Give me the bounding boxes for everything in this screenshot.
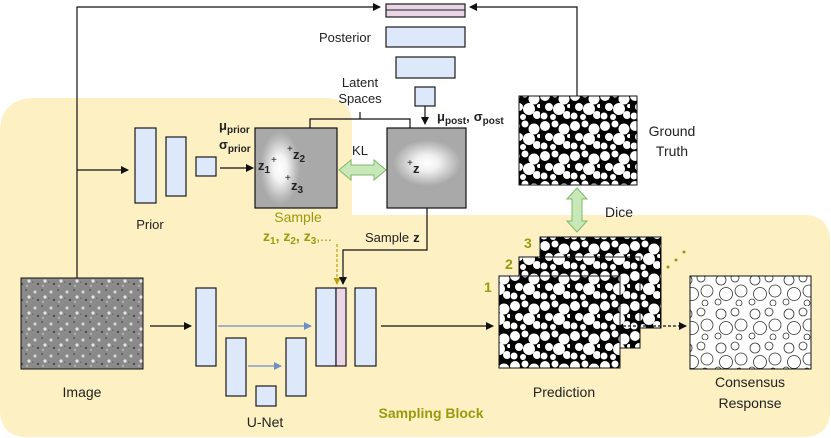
plus-mark-z: + <box>407 158 413 169</box>
latent-sample-z1: z1 <box>258 158 271 176</box>
prior-label: Prior <box>136 217 164 232</box>
posterior-block-1 <box>385 26 466 48</box>
plus-mark-z3: + <box>285 173 291 184</box>
unet-output-block <box>354 287 377 367</box>
kl-double-arrow <box>338 158 387 182</box>
prediction-label: Prediction <box>533 384 595 400</box>
consensus-label-1: Consensus <box>715 374 785 390</box>
prediction-number-2: 2 <box>505 256 513 272</box>
posterior-block-3 <box>414 86 436 107</box>
kl-label: KL <box>352 143 368 158</box>
sample-label: Sample <box>274 209 322 225</box>
ground-truth-label-2: Truth <box>656 143 688 159</box>
ground-truth-label-1: Ground <box>649 123 696 139</box>
consensus-label-2: Response <box>718 395 781 411</box>
posterior-label: Posterior <box>319 30 372 45</box>
prior-block-2 <box>165 136 187 197</box>
prediction-ellipsis-dot-1 <box>666 265 670 269</box>
sigma-prior-label: σprior <box>219 137 251 155</box>
ground-truth-image <box>518 95 638 186</box>
sample-z-arrow <box>339 208 428 285</box>
image-label: Image <box>63 384 102 400</box>
unet-bottleneck-block <box>255 385 277 407</box>
dice-double-arrow <box>565 187 589 233</box>
prior-latent-distribution <box>260 131 300 205</box>
latent-sample-z2: z2 <box>293 147 306 165</box>
consensus-response-image <box>689 275 812 370</box>
latent-spaces-label-1: Latent <box>342 75 379 90</box>
plus-mark-z2: + <box>287 144 293 155</box>
prediction-number-1: 1 <box>484 279 492 295</box>
unet-encoder-block-2 <box>225 337 247 397</box>
unet-decoder-block-2 <box>315 287 337 367</box>
prediction-sample-1 <box>498 275 621 369</box>
latent-sample-z3: z3 <box>291 178 304 196</box>
prediction-number-3: 3 <box>524 235 532 251</box>
mu-prior-label: μprior <box>219 118 250 136</box>
unet-decoder-block-1 <box>285 337 307 397</box>
prediction-ellipsis-dot-3 <box>682 250 686 254</box>
prior-block-3 <box>195 156 217 177</box>
unet-label: U-Net <box>247 414 284 430</box>
posterior-latent-distribution <box>393 140 461 186</box>
unet-encoder-block-1 <box>195 287 217 367</box>
posterior-block-2 <box>395 56 456 79</box>
mu-post-sigma-post-label: μpost,σpost <box>437 109 504 127</box>
image-to-posterior-line <box>76 3 381 310</box>
sample-list: z1, z2, z3,... <box>263 228 332 247</box>
plus-mark-z1: + <box>271 155 277 166</box>
input-image <box>20 277 144 370</box>
posterior-sample-z: z <box>413 161 420 176</box>
sampling-block-label: Sampling Block <box>378 405 483 421</box>
unet-latent-concat-block <box>335 287 347 367</box>
prior-block-1 <box>134 127 157 204</box>
latent-spaces-label-2: Spaces <box>338 91 382 106</box>
gt-to-posterior-line <box>469 3 578 96</box>
dice-label: Dice <box>605 204 633 220</box>
prediction-ellipsis-dot-2 <box>674 258 678 262</box>
